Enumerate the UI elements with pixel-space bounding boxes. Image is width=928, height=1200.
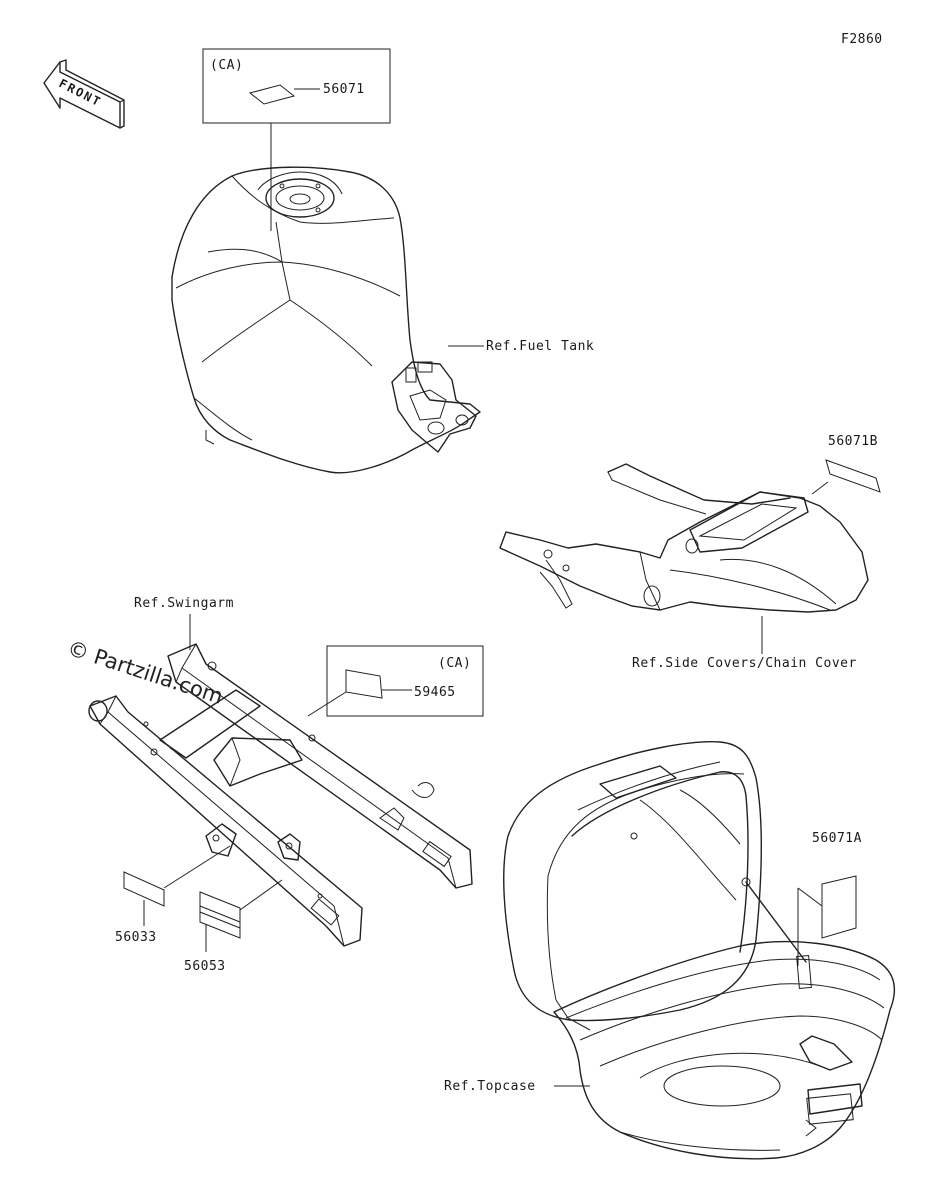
decal-56033 — [123, 871, 165, 907]
ref-topcase: Ref.Topcase — [444, 1079, 536, 1094]
front-arrow-icon: FRONT — [43, 59, 125, 129]
decal-56071A — [821, 875, 857, 939]
ref-swingarm: Ref.Swingarm — [134, 596, 234, 611]
part-number-56053: 56053 — [184, 959, 226, 974]
part-number-56071A: 56071A — [812, 831, 862, 846]
part-number-56071: 56071 — [323, 82, 365, 97]
part-number-56033: 56033 — [115, 930, 157, 945]
side-chain-cover — [499, 463, 869, 613]
decal-56071 — [248, 84, 296, 105]
watermark-text: © Partzilla.com — [64, 636, 226, 709]
figure-code: F2860 — [841, 32, 883, 47]
front-arrow-label: FRONT — [57, 76, 104, 109]
fuel-tank — [171, 166, 481, 474]
ref-fuel-tank: Ref.Fuel Tank — [486, 339, 594, 354]
part-number-59465: 59465 — [414, 685, 456, 700]
ca-box-top: (CA) 56071 — [202, 48, 391, 124]
ref-side-covers: Ref.Side Covers/Chain Cover — [632, 656, 857, 671]
watermark: © Partzilla.com — [64, 636, 226, 709]
part-number-56071B: 56071B — [828, 434, 878, 449]
decal-56071B — [825, 459, 881, 493]
ca-label-top: (CA) — [210, 58, 243, 73]
decal-59465 — [345, 669, 383, 699]
swingarm — [88, 643, 473, 947]
ca-label-mid: (CA) — [438, 656, 471, 671]
decal-56053 — [199, 891, 241, 939]
topcase — [503, 741, 896, 1160]
ca-box-mid: (CA) 59465 — [326, 645, 484, 717]
